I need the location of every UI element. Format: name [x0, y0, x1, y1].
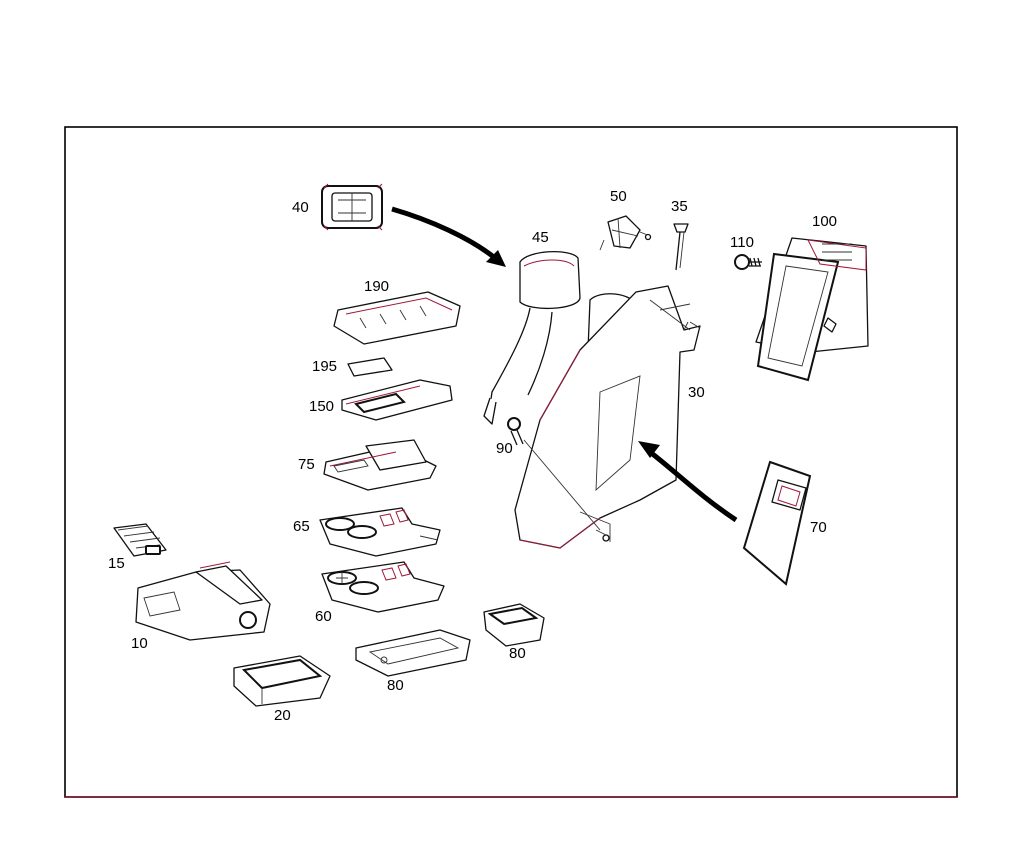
arrow-40-to-45: [391, 206, 506, 267]
label-80-center: 80: [387, 677, 404, 694]
label-190: 190: [364, 278, 389, 295]
arrow-70-to-30: [638, 441, 738, 523]
label-45: 45: [532, 229, 549, 246]
part-30-backrest-frame[interactable]: [514, 285, 701, 549]
label-75: 75: [298, 456, 315, 473]
label-65: 65: [293, 518, 310, 535]
label-100: 100: [812, 213, 837, 230]
label-80-right: 80: [509, 645, 526, 662]
label-110: 110: [730, 234, 754, 251]
part-35-pin[interactable]: [673, 223, 689, 271]
part-110-screw[interactable]: [734, 254, 762, 270]
label-10: 10: [131, 635, 148, 652]
label-90: 90: [496, 440, 513, 457]
label-30: 30: [688, 384, 705, 401]
part-45-headrest[interactable]: [483, 250, 581, 425]
part-195-pad[interactable]: [347, 357, 393, 377]
part-150-tray[interactable]: [341, 379, 453, 421]
label-40: 40: [292, 199, 309, 216]
part-20-storage-box[interactable]: [233, 655, 331, 707]
label-50: 50: [610, 188, 627, 205]
part-70-side-cover[interactable]: [742, 460, 812, 586]
label-20: 20: [274, 707, 291, 724]
part-75-cover[interactable]: [323, 439, 437, 491]
part-90-bolt[interactable]: [507, 417, 601, 531]
part-60-cupholder[interactable]: [321, 561, 445, 613]
label-150: 150: [309, 398, 334, 415]
part-50-latch[interactable]: [599, 215, 652, 251]
label-15: 15: [108, 555, 125, 572]
label-35: 35: [671, 198, 688, 215]
part-40-switch-bezel[interactable]: [321, 183, 383, 231]
part-80-bin-small[interactable]: [483, 603, 545, 647]
part-15-switch-block[interactable]: [113, 523, 167, 557]
label-70: 70: [810, 519, 827, 536]
part-80-tray-large[interactable]: [355, 629, 471, 677]
part-65-cupholder[interactable]: [319, 507, 441, 557]
part-10-armrest[interactable]: [135, 561, 271, 641]
label-195: 195: [312, 358, 337, 375]
label-60: 60: [315, 608, 332, 625]
part-190-trim-strip[interactable]: [333, 291, 461, 345]
part-100-display-unit[interactable]: [755, 237, 869, 382]
